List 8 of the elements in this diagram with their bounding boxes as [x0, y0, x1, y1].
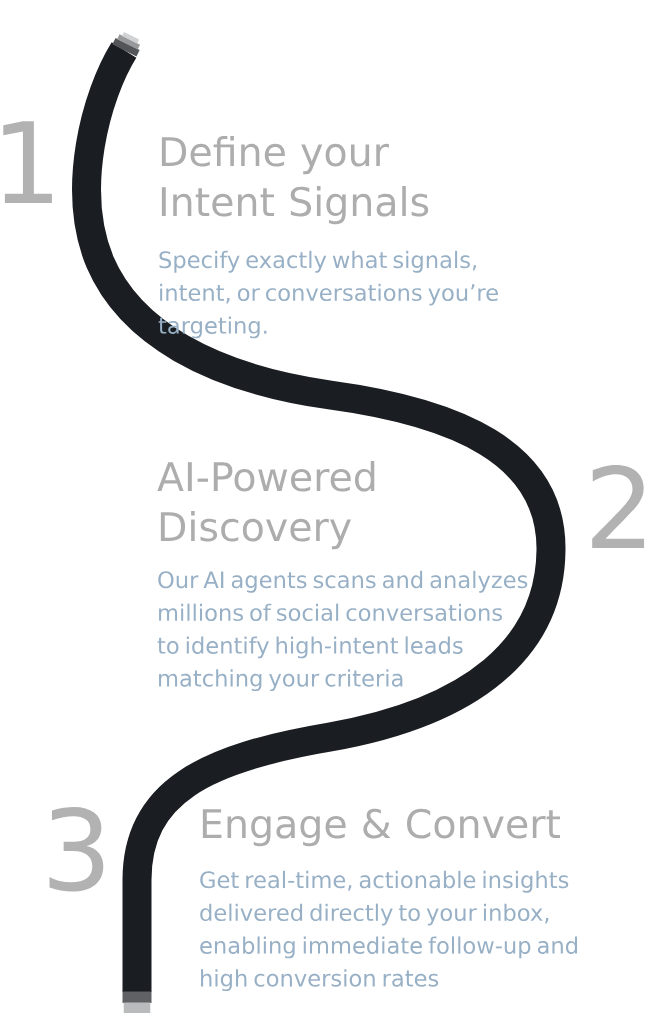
- step-number: 1: [3, 121, 52, 203]
- step-number: 3: [49, 806, 104, 892]
- step-heading: AI-Powered Discovery: [157, 461, 375, 550]
- step-description: Our AI agents scans and analyzes millions of social conversations to identify high-intent leads matching your criteria: [157, 570, 528, 692]
- step-number: 2: [592, 464, 645, 548]
- step-heading: Engage & Convert: [202, 808, 561, 847]
- step-description: Get real-time, actionable insights delivered directly to your inbox, enabling immediate follow-up and high conversion rates: [200, 870, 578, 992]
- step-heading: Define your Intent Signals: [161, 136, 429, 225]
